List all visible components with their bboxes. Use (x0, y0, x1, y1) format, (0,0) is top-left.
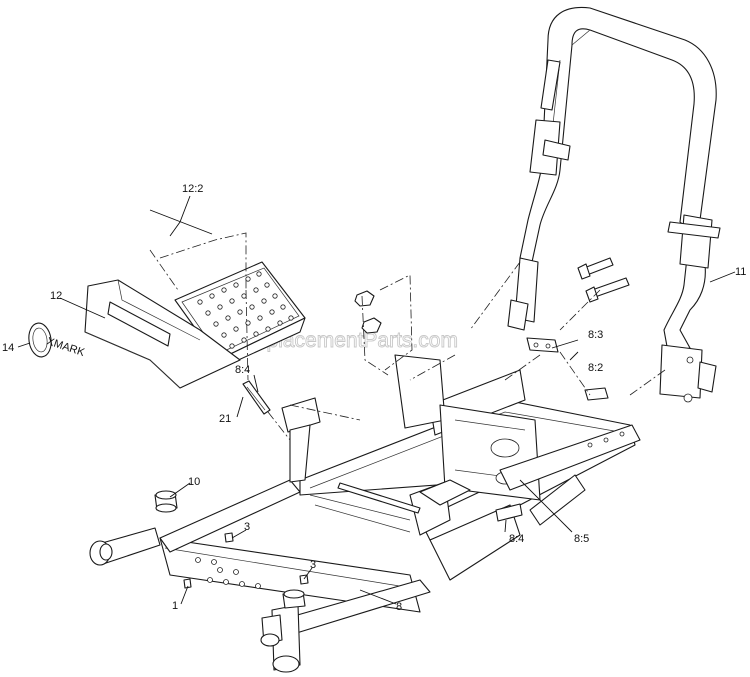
bumper[interactable] (242, 380, 271, 415)
callout-8-4-lower: 8:4 (509, 533, 524, 545)
callout-12: 12 (50, 290, 62, 302)
callout-8-3: 8:3 (588, 329, 603, 341)
screws[interactable] (183, 532, 309, 589)
bracket-8-3[interactable] (584, 387, 609, 401)
callout-1: 1 (172, 600, 178, 612)
bracket-8-2[interactable] (526, 337, 559, 353)
callout-8-2: 8:2 (588, 362, 603, 374)
decal[interactable]: XMARK (27, 322, 87, 360)
callout-8-5: 8:5 (574, 533, 589, 545)
main-frame[interactable] (89, 354, 641, 673)
bumper-rear[interactable] (282, 589, 306, 609)
callout-3-left: 3 (244, 521, 250, 533)
leader-lines (17, 195, 736, 605)
callout-14: 14 (2, 342, 14, 354)
callout-8: 8 (396, 601, 402, 613)
roll-bar-bolts[interactable] (577, 257, 630, 303)
callout-11: 11 (735, 266, 746, 278)
callout-10: 10 (188, 476, 200, 488)
assembly-lines (149, 232, 666, 441)
foot-plate-holes (197, 271, 294, 349)
callout-12-2: 12:2 (182, 183, 203, 195)
roll-bar[interactable] (507, 6, 721, 403)
callout-3-right: 3 (310, 559, 316, 571)
flange-nuts[interactable] (354, 290, 382, 334)
callout-8-4-upper: 8:4 (235, 364, 250, 376)
callout-21: 21 (219, 413, 231, 425)
callout-labels: 12:2 12 14 8:4 21 10 3 3 1 8 8:3 8:2 8:4… (2, 183, 746, 613)
decal-text: XMARK (45, 335, 87, 359)
rubber-bumper[interactable] (154, 490, 178, 513)
foot-shroud[interactable] (84, 279, 241, 389)
